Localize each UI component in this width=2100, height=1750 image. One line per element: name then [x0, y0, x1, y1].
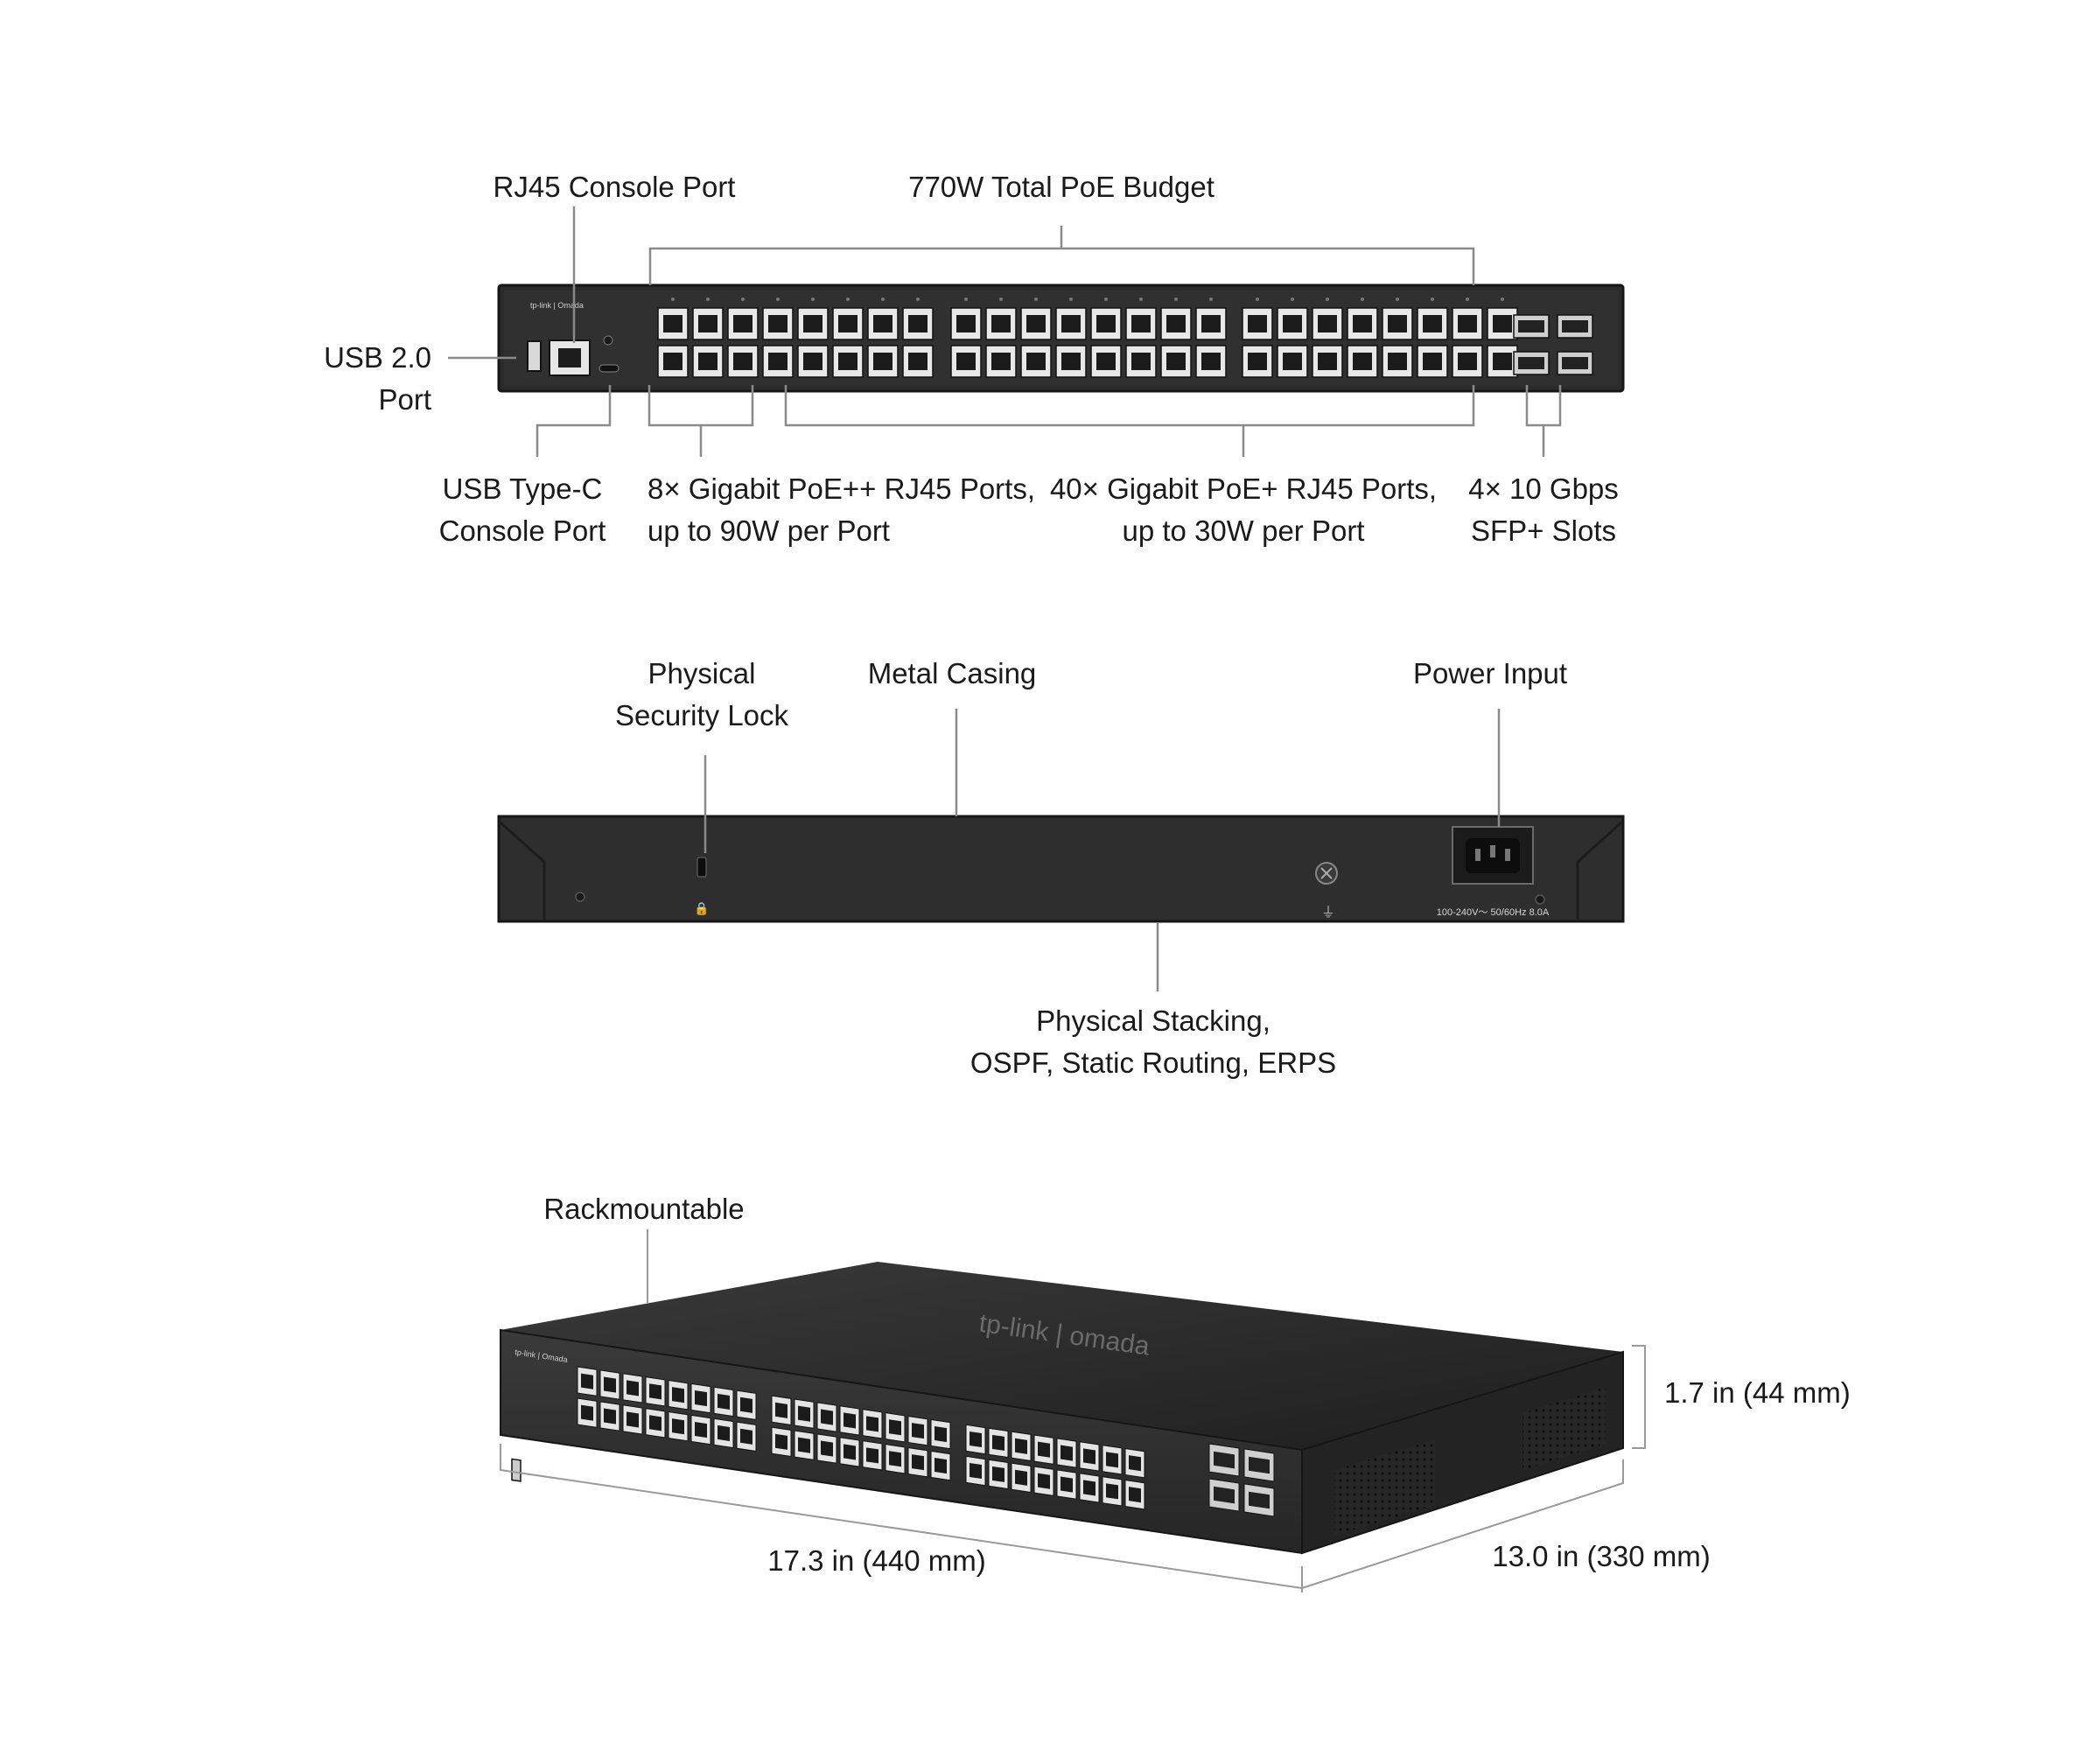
ground-icon: ⏚ [1321, 905, 1335, 920]
label-gig-poepp: 8× Gigabit PoE++ RJ45 Ports,up to 90W pe… [648, 472, 1036, 547]
label-depth: 13.0 in (330 mm) [1492, 1540, 1711, 1572]
iso-dimension-lines [500, 1229, 1646, 1592]
label-rackmountable: Rackmountable [543, 1193, 745, 1225]
label-power-input: Power Input [1412, 657, 1568, 690]
front-panel: tp-link | Omada [497, 284, 1625, 393]
iso-usb-port [511, 1458, 522, 1482]
rj45-port [950, 345, 982, 378]
iso-switch: tp-link | omada tp-link | Omada [500, 1262, 1624, 1555]
label-metal-casing: Metal Casing [867, 657, 1037, 690]
rear-leader-lines [704, 709, 1501, 991]
label-width: 17.3 in (440 mm) [767, 1544, 986, 1577]
power-rating-text: 100-240V〜 50/60Hz 8.0A [1437, 907, 1550, 918]
front-logo-text: tp-link | Omada [530, 301, 584, 310]
rj45-port [1195, 345, 1227, 378]
rear-panel: 🔒 ⏚ 100-240V〜 50/60Hz 8.0A [497, 815, 1625, 923]
iso-sfp-slots [1208, 1443, 1275, 1517]
rj45-console-port [549, 340, 591, 376]
rj45-ports [657, 298, 1518, 378]
sfp-slots [1513, 314, 1593, 375]
usb2-port [527, 340, 542, 372]
front-leader-lines [448, 206, 1562, 457]
iso-rj45-ports [577, 1366, 1145, 1510]
rj45-port [867, 307, 899, 340]
label-height: 1.7 in (44 mm) [1664, 1376, 1851, 1409]
rj45-port [1347, 307, 1378, 340]
label-stacking: Physical Stacking,OSPF, Static Routing, … [970, 1004, 1337, 1079]
mode-button [603, 335, 613, 346]
label-gig-poep: 40× Gigabit PoE+ RJ45 Ports,up to 30W pe… [1049, 472, 1438, 547]
rj45-port [1160, 307, 1192, 340]
label-rj45-console: RJ45 Console Port [493, 171, 736, 203]
lock-icon: 🔒 [694, 901, 709, 916]
security-lock-slot [696, 857, 707, 878]
label-poe-budget: 770W Total PoE Budget [908, 171, 1214, 203]
usbc-console-port [598, 364, 620, 373]
rj45-port [832, 307, 864, 340]
rj45-port [867, 345, 899, 378]
